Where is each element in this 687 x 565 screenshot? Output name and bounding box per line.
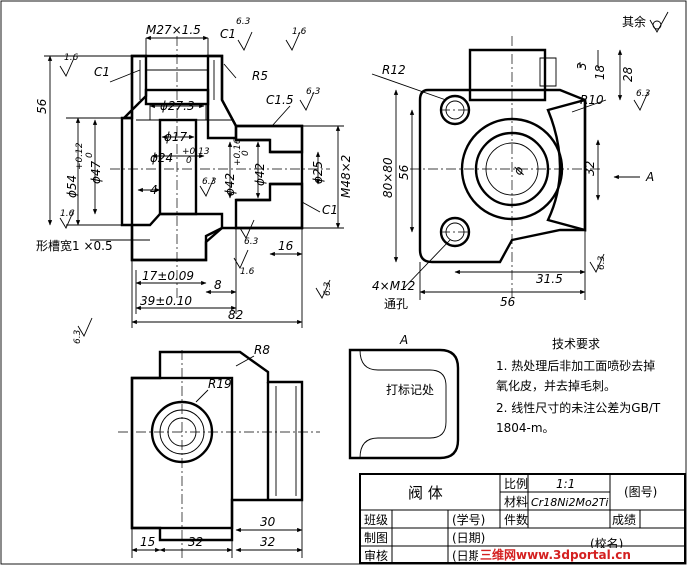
tb-check-label: 审核: [364, 548, 388, 563]
tb-material-label: 材料: [504, 495, 528, 509]
rough-left: 1.6: [64, 53, 79, 63]
tb-drawn-label: 制图: [364, 531, 388, 545]
tb-scale-value: 1:1: [556, 477, 575, 491]
dim-d27-3: ϕ27.3: [160, 99, 195, 113]
rough-lower-1-6: 1.6: [240, 267, 255, 277]
rough-side-bottom: 6.3: [597, 255, 607, 270]
dim-d17: ϕ17: [164, 130, 188, 144]
dim-d54: ϕ54: [65, 175, 79, 198]
tb-pieces-label: 件数: [504, 512, 528, 527]
dim-d47: ϕ47: [89, 160, 103, 184]
title-block: [359, 473, 686, 564]
dim-17: 17±0.09: [142, 269, 194, 283]
dim-r10: R10: [580, 93, 604, 107]
top-view: [118, 350, 320, 560]
tb-scale-label: 比例: [504, 477, 528, 491]
top-view-dimension-lines: [131, 355, 303, 558]
dim-18: 18: [593, 64, 607, 80]
dim-32v: 32: [583, 161, 597, 176]
rough-lower-mid: 6.3: [244, 237, 259, 247]
dim-r8: R8: [254, 343, 270, 357]
dim-56v: 56: [397, 164, 411, 180]
tb-material-value: Cr18Ni2Mo2Ti: [531, 496, 608, 509]
dim-15: 15: [140, 535, 155, 549]
dim-d24-tol-low: 0: [186, 156, 192, 166]
rough-bottom-left: 6.3: [73, 329, 83, 344]
dim-4: 4: [150, 183, 158, 197]
watermark: 三维网www.3dportal.cn: [480, 547, 631, 562]
watermark-bg: [478, 548, 672, 562]
requirements-line-1: 1. 热处理后非加工面喷砂去掉: [496, 359, 655, 373]
dim-32b: 32: [260, 535, 275, 549]
dim-holes-sub: 通孔: [384, 297, 408, 311]
front-view-dimension-lines: [44, 31, 344, 337]
dim-28: 28: [621, 66, 635, 82]
dim-d24: ϕ24: [150, 151, 173, 165]
dim-d42: ϕ42: [223, 173, 237, 196]
tb-drawing-no: (图号): [624, 485, 657, 499]
dim-82: 82: [228, 308, 243, 322]
dim-height-56: 56: [35, 98, 49, 114]
rough-right-top: 1.6: [292, 27, 307, 37]
groove-label: 形槽宽1 ×0.5: [36, 238, 113, 253]
rough-lower-right: 6.3: [323, 281, 333, 296]
dim-d54-tol-up: +0.12: [75, 142, 85, 170]
dim-16: 16: [278, 239, 294, 253]
rough-lower-left: 1.6: [60, 209, 75, 219]
front-view: [110, 36, 330, 300]
dim-d42-tol-low: 0: [241, 150, 251, 156]
rough-top: 6.3: [236, 17, 251, 27]
dim-32a: 32: [188, 535, 203, 549]
requirements-title: 技术要求: [552, 337, 600, 351]
dim-side-phi: ϕ: [510, 164, 526, 178]
dim-chamfer-right: C1: [322, 203, 338, 217]
requirements-line-2: 氧化皮，并去掉毛刺。: [496, 379, 616, 393]
dim-d42b: ϕ42: [253, 163, 267, 186]
dim-3: 3: [575, 62, 589, 70]
tb-student-no: (学号): [452, 512, 485, 527]
dim-chamfer-top: C1: [220, 27, 236, 41]
roughness-symbol-general: [649, 11, 669, 33]
requirements-line-4: 1804-m。: [496, 421, 555, 435]
tb-score-label: 成绩: [612, 513, 636, 527]
dim-r12: R12: [382, 63, 406, 77]
rough-side-right: 6.3: [636, 89, 651, 99]
tb-date-2: (日期): [452, 549, 485, 563]
rough-mid: 6.3: [306, 87, 321, 97]
rough-lower-mid2: 6.3: [202, 177, 217, 187]
tb-school: (校名): [590, 536, 623, 551]
dim-56h: 56: [500, 295, 516, 309]
dim-m48: M48×2: [339, 155, 353, 198]
dim-d42-tol-up: +0.16: [233, 138, 243, 166]
tb-date-1: (日期): [452, 531, 485, 545]
tb-class-label: 班级: [364, 513, 388, 527]
dim-thread-top: M27×1.5: [146, 23, 201, 37]
dim-30: 30: [260, 515, 276, 529]
view-arrow-a: A: [645, 170, 654, 184]
aux-view-label: A: [399, 333, 408, 347]
dim-r19: R19: [208, 377, 232, 391]
aux-view: [348, 348, 460, 460]
tb-part-name: 阀 体: [408, 484, 443, 502]
dim-31-5: 31.5: [536, 272, 563, 286]
requirements-line-3: 2. 线性尺寸的未注公差为GB/T: [496, 400, 661, 415]
dim-holes: 4×M12: [372, 279, 415, 293]
dim-80x80: 80×80: [381, 157, 395, 198]
dim-chamfer-mid: C1.5: [266, 93, 293, 107]
dim-39: 39±0.10: [140, 294, 192, 308]
dim-d54-tol-low: 0: [85, 152, 95, 158]
dim-chamfer-left: C1: [94, 65, 110, 79]
surface-note-label: 其余: [622, 14, 646, 29]
aux-view-note: 打标记处: [386, 383, 434, 397]
side-view: [410, 36, 600, 300]
dim-fillet-r5: R5: [252, 69, 268, 83]
side-view-dimension-lines: [371, 49, 649, 300]
dim-d25: ϕ25: [311, 161, 325, 184]
dim-d24-tol-up: +0.13: [182, 147, 210, 157]
dim-8: 8: [214, 278, 222, 292]
